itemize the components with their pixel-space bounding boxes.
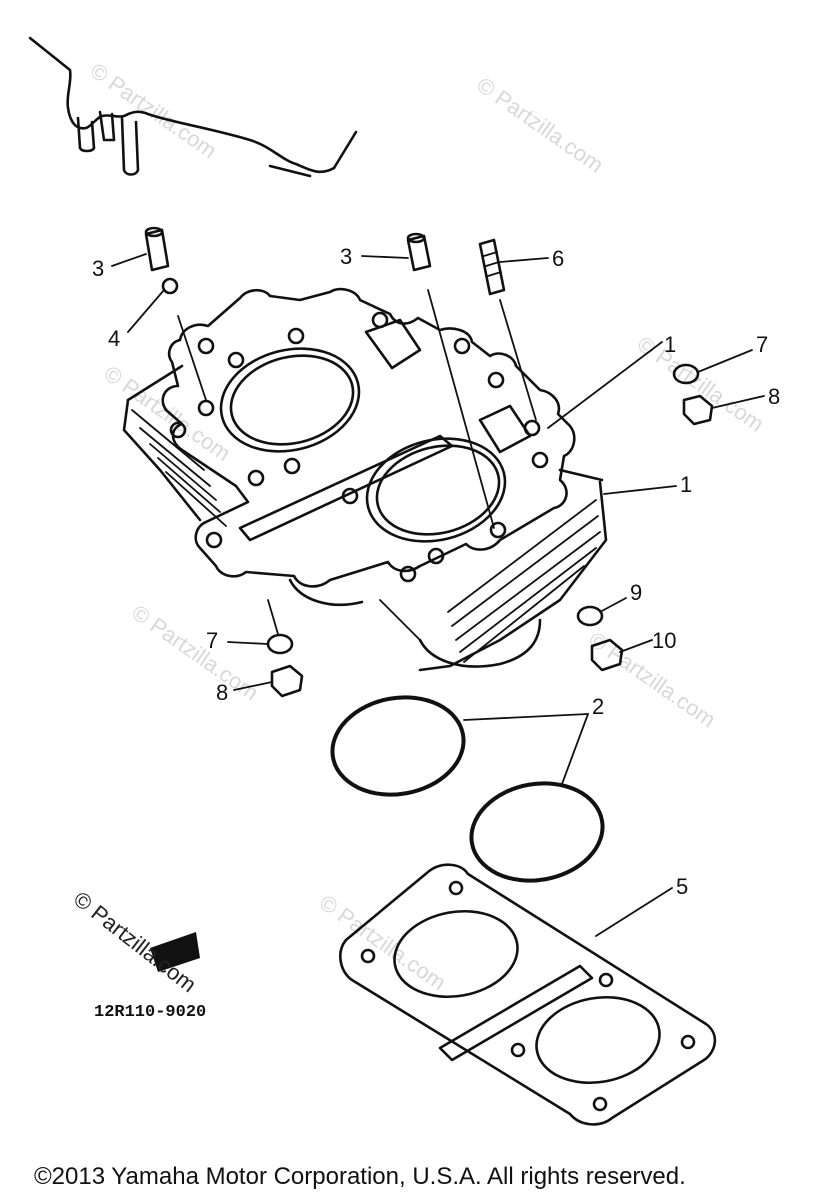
callout-7-left: 7 bbox=[206, 628, 218, 653]
washer-9 bbox=[576, 605, 604, 627]
cylinder-block bbox=[122, 287, 608, 672]
callout-3-left: 3 bbox=[92, 256, 104, 281]
dowel-pin-center bbox=[406, 232, 432, 272]
o-ring-lower bbox=[469, 781, 605, 883]
o-ring-small bbox=[161, 277, 179, 295]
watermark: © Partzilla.com bbox=[633, 331, 769, 437]
dowel-pin-left bbox=[144, 226, 170, 272]
callout-3-center: 3 bbox=[340, 244, 352, 269]
stud-bolt bbox=[478, 238, 506, 296]
washer-7-top bbox=[672, 363, 700, 385]
assembly-lines bbox=[177, 289, 537, 635]
nut-8-top bbox=[682, 394, 714, 426]
callout-7-right: 7 bbox=[756, 332, 768, 357]
callout-10: 10 bbox=[652, 628, 676, 653]
reference-tag: 12R110-9020 bbox=[94, 932, 206, 1022]
watermark: © Partzilla.com bbox=[86, 58, 222, 164]
callout-2: 2 bbox=[592, 694, 604, 719]
copyright-notice: ©2013 Yamaha Motor Corporation, U.S.A. A… bbox=[34, 1163, 686, 1190]
watermark: © Partzilla.com bbox=[472, 72, 608, 178]
callout-labels: 3 4 3 6 1 1 7 8 7 8 9 10 2 5 bbox=[92, 244, 780, 899]
callout-9: 9 bbox=[630, 580, 642, 605]
callout-8-left: 8 bbox=[216, 680, 228, 705]
callout-5: 5 bbox=[676, 874, 688, 899]
callout-1-lower: 1 bbox=[680, 472, 692, 497]
reference-code: 12R110-9020 bbox=[94, 1003, 206, 1022]
nut-10 bbox=[590, 638, 624, 672]
nut-8-bottom bbox=[270, 664, 304, 698]
base-gasket bbox=[339, 863, 717, 1126]
callout-1-upper: 1 bbox=[664, 332, 676, 357]
partial-crankcase-sketch bbox=[28, 36, 358, 178]
callout-4: 4 bbox=[108, 326, 120, 351]
callout-leaders bbox=[111, 253, 765, 937]
callout-6: 6 bbox=[552, 246, 564, 271]
washer-7-bottom bbox=[266, 633, 294, 655]
watermark: © Partzilla.com bbox=[315, 890, 451, 996]
callout-8-right: 8 bbox=[768, 384, 780, 409]
watermark: © Partzilla.com bbox=[127, 600, 263, 706]
o-ring-upper bbox=[330, 695, 466, 797]
